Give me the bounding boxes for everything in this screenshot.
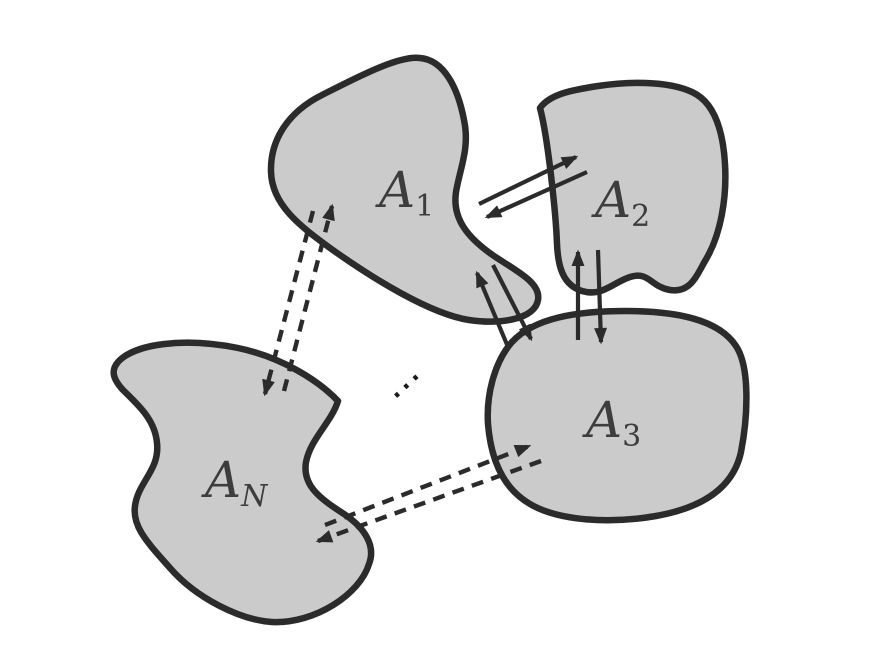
- label-a2: A2: [591, 171, 650, 234]
- arrow-a2-to-a1: [484, 170, 588, 219]
- label-an: AN: [201, 451, 269, 514]
- label-a2-base: A: [591, 171, 631, 229]
- blob-a1: [267, 54, 542, 325]
- arrow-a3-to-a1: [475, 270, 510, 348]
- label-a3: A3: [582, 391, 641, 454]
- dashed-arrow-an-to-a1: [281, 203, 335, 392]
- dashed-arrow-an-to-a3: [324, 443, 532, 528]
- arrow-a2-to-a3: [594, 249, 608, 345]
- label-an-subscript: N: [240, 479, 269, 514]
- arrow-a1-to-a2: [478, 155, 579, 206]
- diagonal-ellipsis: …: [370, 351, 426, 408]
- label-a3-subscript: 3: [622, 419, 641, 454]
- blob-a3: [484, 307, 750, 524]
- arrow-a1-to-a3: [491, 264, 533, 342]
- blob-an: [110, 339, 375, 626]
- label-a1-base: A: [375, 161, 415, 219]
- label-a2-subscript: 2: [631, 199, 650, 234]
- label-an-base: A: [201, 451, 241, 509]
- dashed-arrow-a1-to-an: [262, 210, 316, 397]
- blob-a2: [536, 79, 729, 296]
- label-a1: A1: [375, 161, 434, 224]
- label-a1-subscript: 1: [415, 189, 434, 224]
- label-a3-base: A: [582, 391, 622, 449]
